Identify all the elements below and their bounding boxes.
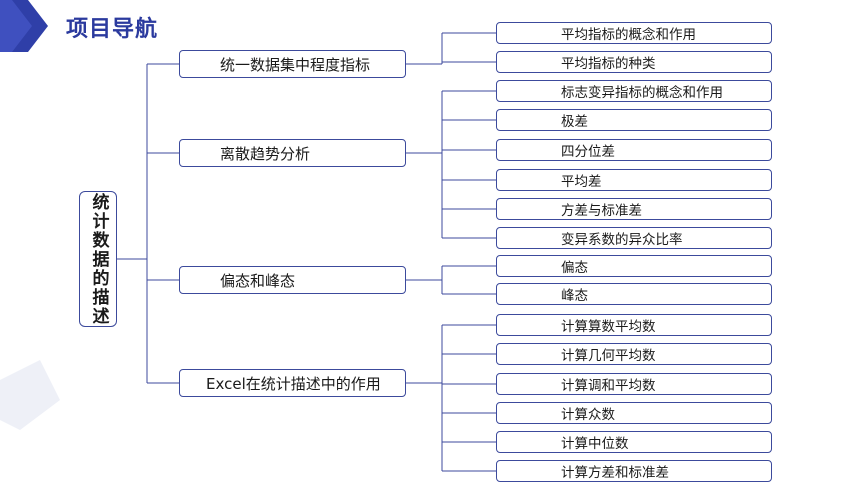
- category-node-excel: Excel在统计描述中的作用: [179, 369, 406, 397]
- topic-node: 计算众数: [496, 402, 772, 424]
- topic-node: 四分位差: [496, 139, 772, 161]
- topic-node: 峰态: [496, 283, 772, 305]
- topic-node: 计算算数平均数: [496, 314, 772, 336]
- topic-node: 变异系数的异众比率: [496, 227, 772, 249]
- topic-node: 标志变异指标的概念和作用: [496, 80, 772, 102]
- category-node-dispersion: 离散趋势分析: [179, 139, 406, 167]
- topic-node: 计算中位数: [496, 431, 772, 453]
- topic-node: 平均差: [496, 169, 772, 191]
- corner-decoration: [0, 0, 48, 52]
- root-node: 统计数据的描述: [79, 191, 117, 327]
- category-node-central-tendency: 统一数据集中程度指标: [179, 50, 406, 78]
- topic-node: 极差: [496, 109, 772, 131]
- topic-node: 平均指标的概念和作用: [496, 22, 772, 44]
- topic-node: 计算调和平均数: [496, 373, 772, 395]
- topic-node: 计算几何平均数: [496, 343, 772, 365]
- topic-node: 方差与标准差: [496, 198, 772, 220]
- topic-node: 计算方差和标准差: [496, 460, 772, 482]
- category-node-skewness-kurtosis: 偏态和峰态: [179, 266, 406, 294]
- page-title: 项目导航: [66, 17, 159, 42]
- topic-node: 偏态: [496, 255, 772, 277]
- background-decoration: [0, 360, 60, 430]
- topic-node: 平均指标的种类: [496, 51, 772, 73]
